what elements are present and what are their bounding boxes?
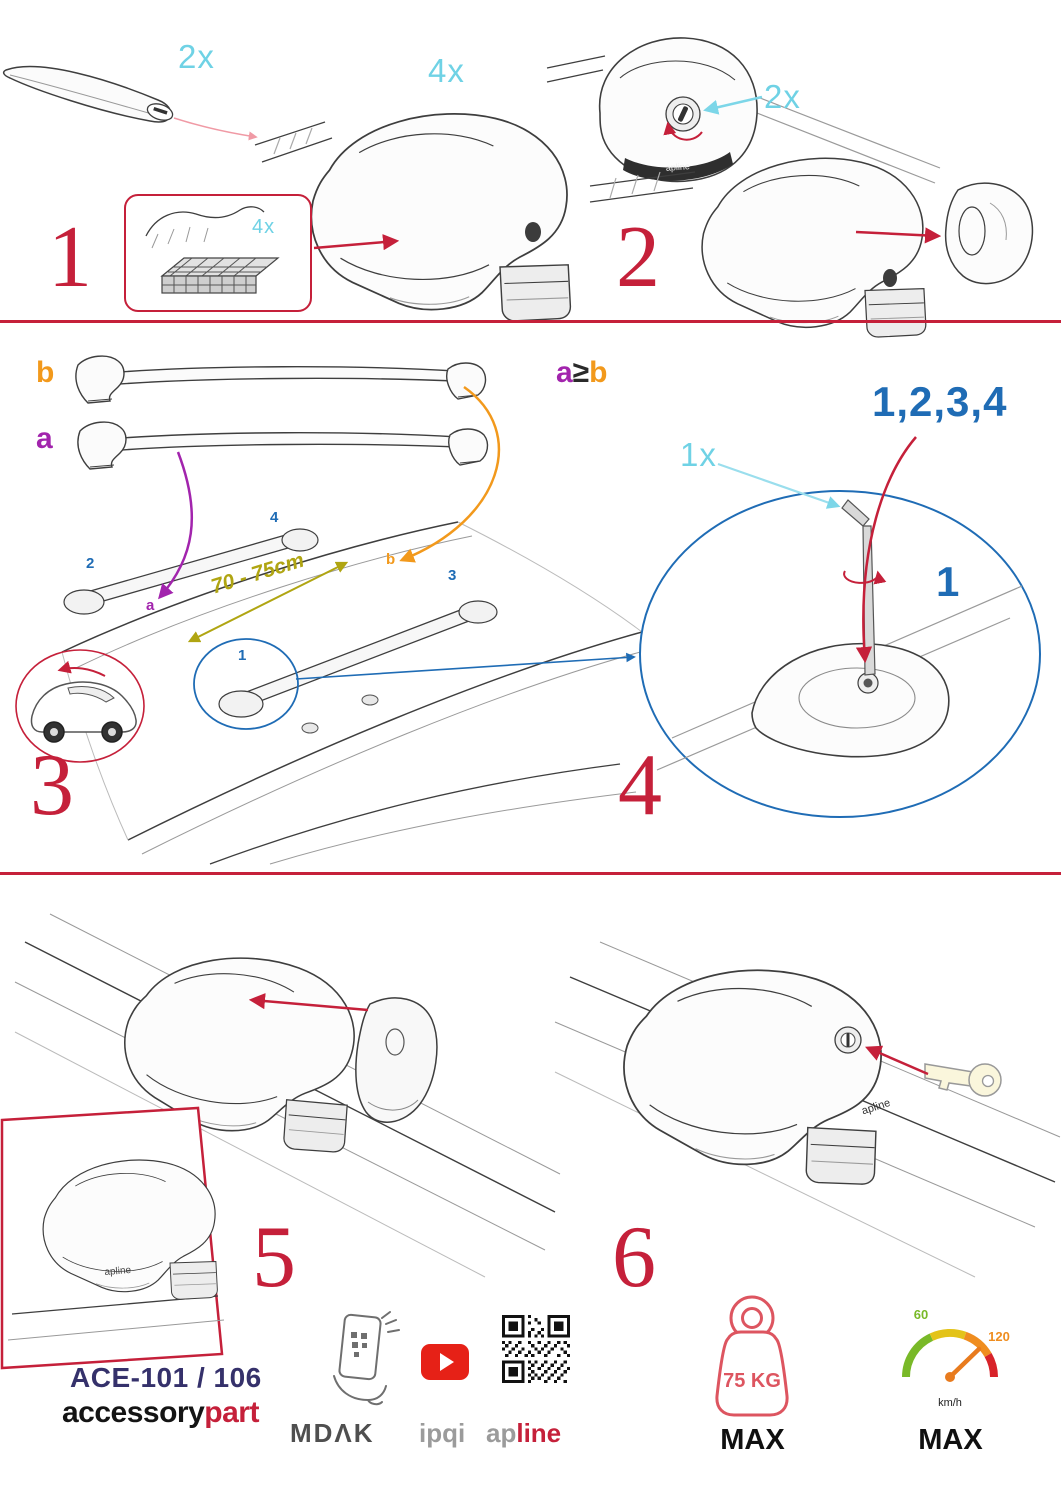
crossbar-t-slot <box>153 106 168 115</box>
rubber-pad-illustration <box>145 206 280 294</box>
roof-pos-2: 2 <box>86 555 95 572</box>
step1-pad-qty: 4x <box>252 216 276 238</box>
fix-point-dot <box>301 722 319 734</box>
lock-cylinder <box>834 1026 862 1054</box>
lock-cylinder <box>665 96 701 132</box>
bar-stub <box>546 55 606 83</box>
step4-key-qty: 1x <box>680 436 717 473</box>
weight-max-label: MAX <box>720 1424 785 1456</box>
speedometer-icon: 60 120 km/h <box>902 1307 1010 1409</box>
section-divider-1 <box>0 320 1061 323</box>
ipqi-logo: ipqi <box>419 1418 466 1448</box>
brand-part: part <box>204 1396 259 1429</box>
rule-b: b <box>589 356 608 389</box>
car-drawing <box>30 681 137 743</box>
bar-a-label: a <box>36 422 53 455</box>
foot-brand-text: apline <box>860 1097 892 1117</box>
brand-band <box>623 152 733 181</box>
step4-number: 4 <box>618 737 662 834</box>
detached-cover <box>355 997 438 1123</box>
brand-accessory: accessory <box>62 1396 205 1429</box>
step1-foot-qty: 4x <box>428 52 465 89</box>
hatch-lines <box>151 226 209 249</box>
qr-code <box>502 1315 570 1383</box>
fix-point-dot <box>361 694 379 706</box>
locked-detail-box: apline <box>0 1106 225 1370</box>
phone-qr-pixels <box>351 1332 367 1357</box>
speed-high: 120 <box>988 1329 1010 1344</box>
mdak-logo: MDΛK <box>290 1418 375 1448</box>
foot-inner-line <box>619 60 736 81</box>
crossbars-ab-illustration <box>75 355 489 470</box>
roof-rack-foot <box>310 113 572 322</box>
step2-number: 2 <box>616 209 660 306</box>
step5-number: 5 <box>252 1209 296 1306</box>
brand-logo: accessorypart <box>62 1396 259 1430</box>
step3-number: 3 <box>30 737 74 834</box>
speed-unit: km/h <box>938 1397 962 1409</box>
foot-lock-hole <box>883 269 897 287</box>
key <box>924 1063 1002 1097</box>
weight-body <box>715 1330 789 1417</box>
foot-endcap-illustration <box>589 157 1034 338</box>
step6-number: 6 <box>612 1209 656 1306</box>
car-highlight-ellipse <box>15 649 145 763</box>
apline-ap: ap <box>486 1418 517 1448</box>
end-cap <box>944 182 1034 285</box>
foot-lock-hole <box>525 222 541 242</box>
roof-label-b: b <box>386 551 396 568</box>
speed-max-label: MAX <box>918 1424 983 1456</box>
apline-logo: apline <box>486 1418 561 1449</box>
roof-label-a: a <box>146 597 155 614</box>
key-lock-illustration: apline <box>554 941 1061 1278</box>
roof-rack-foot <box>701 157 927 338</box>
rubber-pad <box>160 257 280 294</box>
cover-removal-illustration <box>14 913 561 1278</box>
tighten-order-label: 1,2,3,4 <box>872 378 1008 425</box>
foot-top-view <box>751 642 950 758</box>
gauge-hub <box>945 1372 955 1382</box>
roof-pos-1: 1 <box>238 647 247 664</box>
product-code: ACE-101 / 106 <box>70 1362 262 1393</box>
foot-brand-text: apline <box>104 1265 132 1278</box>
apline-line: line <box>516 1418 562 1448</box>
mini-car-illustration <box>15 649 145 763</box>
bar-b-label: b <box>36 356 55 389</box>
phone-scan-icon <box>333 1311 400 1406</box>
step2-lock-qty: 2x <box>764 78 801 115</box>
max-weight-icon: 75 KG <box>715 1295 789 1417</box>
crossbar-profile-illustration <box>2 65 174 123</box>
rule-a: a <box>556 356 573 389</box>
crossbar-body <box>2 65 172 123</box>
crossbar-a <box>77 421 489 470</box>
roof-pos-4: 4 <box>270 509 279 526</box>
mounted-crossbar-front <box>218 600 498 718</box>
speed-low: 60 <box>914 1307 928 1322</box>
youtube-icon <box>421 1344 469 1380</box>
step1-bar-qty: 2x <box>178 38 215 75</box>
roof-pos-3: 3 <box>448 567 457 584</box>
bar-stub <box>254 121 333 163</box>
roof-rack-foot <box>614 957 893 1189</box>
foot-brand-text: apline <box>665 161 690 173</box>
gauge-orange <box>963 1331 992 1358</box>
foot-illustration-step1 <box>254 113 572 322</box>
tighten-first-label: 1 <box>936 558 960 605</box>
weight-value: 75 KG <box>723 1370 781 1392</box>
section-divider-2 <box>0 872 1061 875</box>
base-line-2 <box>7 1319 225 1341</box>
gauge-red <box>984 1353 998 1378</box>
bar-stub <box>589 171 696 203</box>
gauge-green <box>902 1333 934 1378</box>
crossbar-b <box>75 355 487 404</box>
rule-a-gte-b: a≥b <box>556 356 607 390</box>
gauge-yellow <box>929 1328 967 1341</box>
gauge-needle <box>947 1346 982 1380</box>
rule-gte: ≥ <box>572 356 590 389</box>
foot-base-underside <box>145 206 265 237</box>
crossbar-edge-line <box>9 74 153 115</box>
bar-to-lower-foot <box>756 97 941 184</box>
step1-number: 1 <box>48 209 92 306</box>
zoom-detail-illustration <box>639 490 1041 818</box>
